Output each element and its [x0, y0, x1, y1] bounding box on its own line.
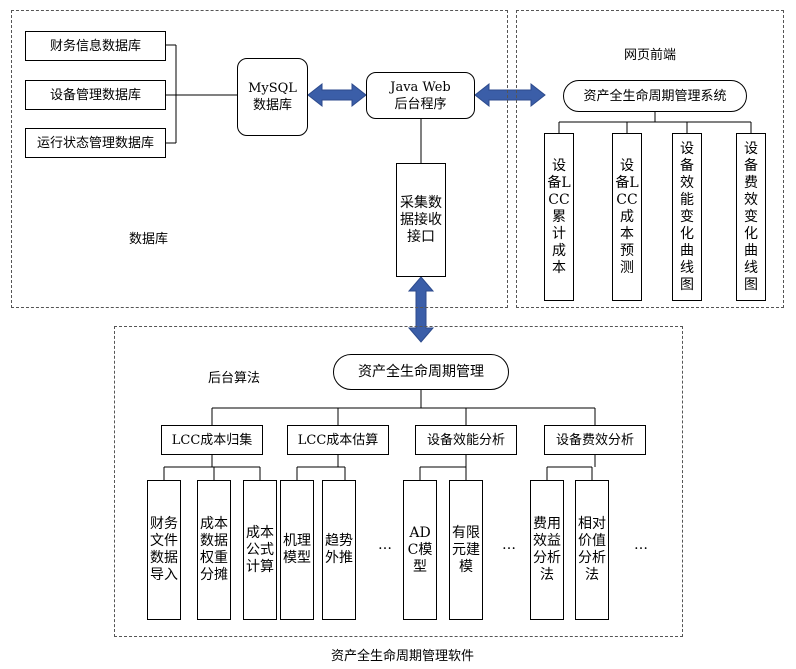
database-group: [11, 10, 508, 308]
collector-backend-arrow: [407, 276, 435, 343]
backend-tree: [163, 390, 596, 480]
mysql-database-box: MySQL 数据库: [237, 58, 308, 136]
backend-root-box: 资产全生命周期管理: [333, 354, 509, 390]
equipment-database-box: 设备管理数据库: [25, 80, 166, 110]
collector-interface-box: 采集数据接收接口: [396, 163, 446, 277]
leaf-trend-extrapolation: 趋势外推: [322, 480, 356, 620]
frontend-module-efficiency-curve: 设备效能变化曲线图: [672, 133, 702, 301]
frontend-module-lcc-accumulated: 设备LCC累计成本: [544, 133, 574, 301]
ellipsis-cost-efficiency: …: [634, 537, 649, 553]
leaf-mechanism-model: 机理模型: [280, 480, 314, 620]
ellipsis-estimation: …: [378, 537, 393, 553]
category-lcc-estimation: LCC成本估算: [287, 425, 389, 455]
leaf-finance-import: 财务文件数据导入: [147, 480, 181, 620]
javaweb-backend-box: Java Web 后台程序: [366, 72, 475, 119]
javaweb-frontend-arrow: [474, 82, 546, 108]
frontend-tree: [558, 112, 752, 133]
frontend-group: [516, 10, 784, 308]
frontend-module-cost-efficiency-curve: 设备费效变化曲线图: [736, 133, 766, 301]
leaf-finite-element: 有限元建模: [449, 480, 483, 620]
category-efficiency-analysis: 设备效能分析: [415, 425, 517, 455]
backend-group-label: 后台算法: [208, 371, 261, 386]
ellipsis-efficiency: …: [502, 537, 517, 553]
finance-database-box: 财务信息数据库: [25, 31, 166, 61]
frontend-module-lcc-forecast: 设备LCC成本预测: [612, 133, 642, 301]
leaf-relative-value: 相对价值分析法: [575, 480, 609, 620]
frontend-group-label: 网页前端: [624, 48, 677, 63]
leaf-weight-allocation: 成本数据权重分摊: [197, 480, 231, 620]
category-cost-efficiency-analysis: 设备费效分析: [544, 425, 646, 455]
frontend-system-box: 资产全生命周期管理系统: [563, 80, 747, 112]
category-lcc-collection: LCC成本归集: [161, 425, 263, 455]
diagram-caption: 资产全生命周期管理软件: [331, 649, 475, 664]
leaf-formula-calculation: 成本公式计算: [243, 480, 277, 620]
runstate-database-box: 运行状态管理数据库: [25, 128, 166, 158]
backend-group: [114, 326, 683, 637]
database-group-label: 数据库: [129, 232, 169, 247]
leaf-adc-model: ADC模型: [403, 480, 437, 620]
leaf-cost-benefit: 费用效益分析法: [530, 480, 564, 620]
table-bracket: [166, 44, 422, 163]
